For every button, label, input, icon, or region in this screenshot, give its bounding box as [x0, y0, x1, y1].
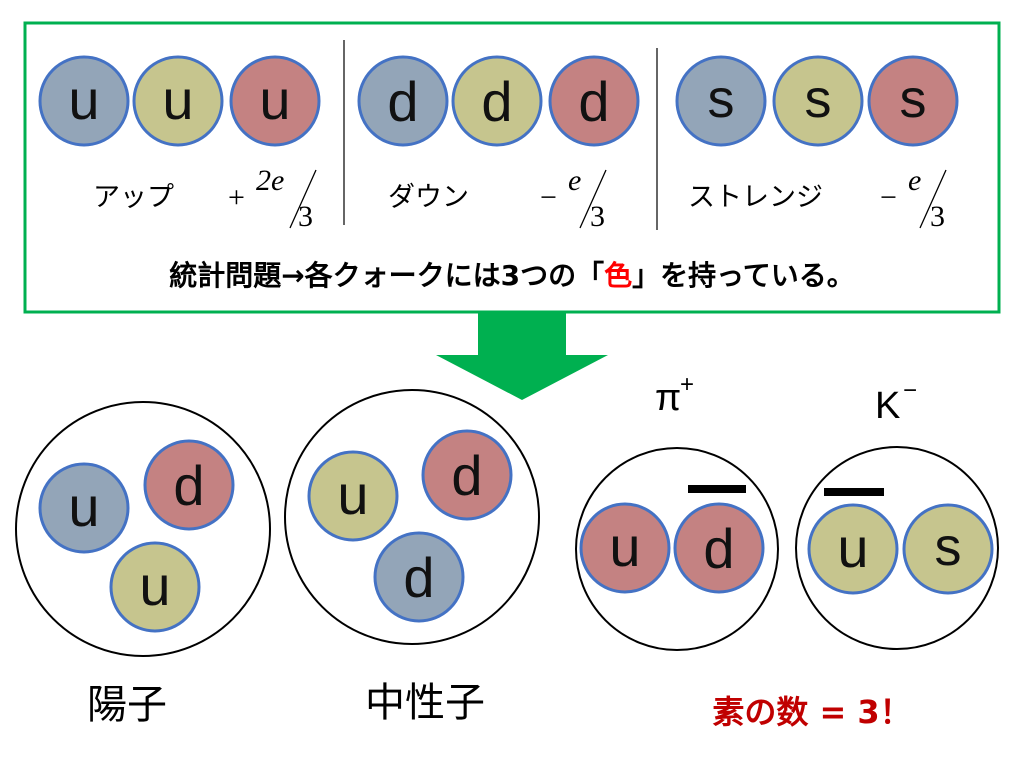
strange-charge: − e 3: [880, 164, 947, 233]
proton-quark-d-red: [143, 439, 235, 531]
pion: u d: [575, 447, 779, 651]
color-note-before: 統計問題→各クォークには3つの「: [169, 259, 604, 292]
strange-quark-blue-symbol: s: [708, 69, 735, 129]
proton: u d u: [15, 401, 271, 657]
down-quark-yellow: [451, 55, 543, 147]
strange-charge-slash: [919, 169, 947, 229]
strange-charge-denominator: 3: [930, 200, 945, 233]
kaon-quark-antiu-yellow-symbol: u: [837, 516, 868, 579]
strange-quark-red: [867, 55, 959, 147]
down-charge-slash: [579, 169, 607, 229]
up-charge-sign: +: [228, 181, 245, 214]
neutron-quark-u-yellow-symbol: u: [337, 463, 368, 526]
down-quark-yellow-symbol: d: [481, 70, 512, 133]
strange-quark-blue: [675, 55, 767, 147]
down-quark-red-symbol: d: [578, 70, 609, 133]
strange-charge-sign: −: [880, 181, 897, 214]
color-note-after: 」を持っている。: [632, 259, 855, 292]
neutron: u d d: [284, 389, 540, 645]
strange-quark-yellow-symbol: s: [805, 69, 832, 129]
down-charge-denominator: 3: [590, 200, 605, 233]
color-note: 統計問題→各クォークには3つの「色」を持っている。: [169, 259, 855, 292]
down-name: ダウン: [388, 182, 469, 213]
neutron-quark-d-red-symbol: d: [451, 444, 482, 507]
kaon-label-sup: −: [903, 377, 917, 404]
up-charge-denominator: 3: [298, 200, 313, 233]
strange-quark-group: s s s: [675, 55, 959, 147]
proton-quark-u-yellow: [109, 541, 201, 633]
proton-quark-d-red-symbol: d: [173, 454, 204, 517]
kaon-quark-s-yellow-symbol: s: [935, 517, 962, 577]
antiquark-bar: [824, 488, 884, 496]
neutron-quark-d-blue-symbol: d: [403, 546, 434, 609]
neutron-label: 中性子: [365, 680, 485, 726]
down-quark-blue: [357, 55, 449, 147]
color-note-highlight: 色: [604, 259, 632, 292]
up-quark-yellow: [132, 55, 224, 147]
kaon-label: K −: [875, 377, 917, 427]
up-quark-blue: [38, 55, 130, 147]
down-charge: − e 3: [540, 164, 607, 233]
down-arrow-icon: [436, 313, 608, 400]
neutron-quark-u-yellow: [307, 450, 399, 542]
strange-quark-red-symbol: s: [900, 69, 927, 129]
strange-name: ストレンジ: [688, 182, 823, 213]
pion-label: π +: [655, 371, 694, 419]
up-name: アップ: [93, 182, 174, 213]
pion-quark-antid-red-symbol: d: [703, 517, 734, 580]
up-quark-blue-symbol: u: [68, 68, 99, 131]
strange-quark-yellow: [772, 55, 864, 147]
pion-quark-u-red: [579, 502, 671, 594]
down-quark-blue-symbol: d: [387, 70, 418, 133]
up-quark-group: u u u: [38, 55, 321, 147]
down-charge-numerator: e: [568, 164, 581, 197]
up-quark-red: [229, 55, 321, 147]
pion-quark-u-red-symbol: u: [609, 515, 640, 578]
antiquark-bar: [688, 485, 746, 493]
strange-charge-numerator: e: [908, 164, 921, 197]
up-charge-numerator: 2e: [256, 164, 284, 197]
proton-label: 陽子: [87, 682, 167, 728]
proton-quark-u-yellow-symbol: u: [139, 554, 170, 617]
pion-label-main: π: [655, 377, 681, 419]
up-charge-slash: [289, 169, 317, 229]
neutron-quark-d-blue: [373, 531, 465, 623]
down-quark-group: d d d: [357, 55, 640, 147]
pion-label-sup: +: [680, 371, 694, 398]
kaon-label-main: K: [875, 385, 900, 427]
up-quark-red-symbol: u: [259, 68, 290, 131]
conclusion-text: 素の数 = 3！: [712, 693, 911, 731]
down-charge-sign: −: [540, 181, 557, 214]
up-quark-yellow-symbol: u: [162, 68, 193, 131]
proton-quark-u-blue-symbol: u: [68, 475, 99, 538]
pion-quark-antid-red: [673, 502, 765, 594]
kaon-quark-antiu-yellow: [807, 503, 899, 595]
kaon: u s: [795, 446, 999, 650]
down-quark-red: [548, 55, 640, 147]
proton-quark-u-blue: [38, 462, 130, 554]
up-charge: + 2e 3: [228, 164, 317, 233]
kaon-quark-s-yellow: [902, 503, 994, 595]
neutron-quark-d-red: [421, 429, 513, 521]
